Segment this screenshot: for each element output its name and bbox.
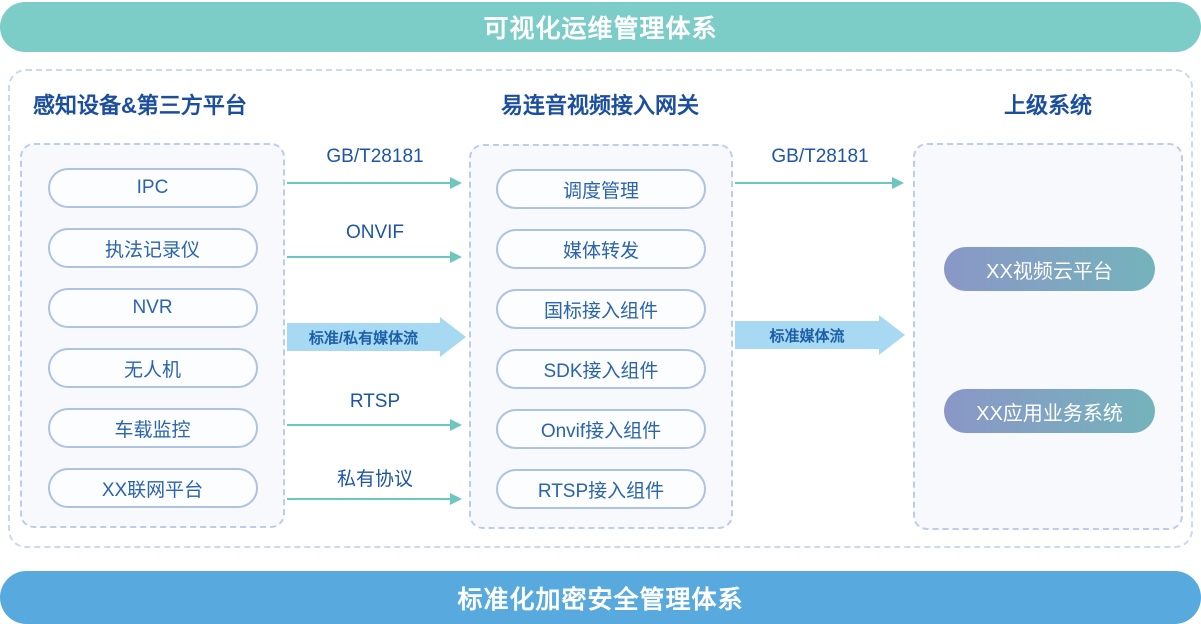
flow-arrow-gbt28181-left — [287, 177, 462, 189]
device-pill-ipc: IPC — [47, 168, 258, 208]
flow-band-media-stream-left: 标准/私有媒体流 — [287, 317, 466, 357]
gateway-pill-media-forward: 媒体转发 — [496, 229, 706, 269]
flow-label-gbt28181-right: GB/T28181 — [771, 146, 869, 167]
device-pill-vehicle-monitor: 车载监控 — [47, 408, 258, 448]
gateway-group: 调度管理 媒体转发 国标接入组件 SDK接入组件 Onvif接入组件 RTSP接… — [469, 144, 733, 529]
gateway-pill-onvif-access: Onvif接入组件 — [496, 409, 706, 449]
column-header-upper: 上级系统 — [1003, 93, 1092, 118]
arrowhead-icon — [440, 317, 466, 357]
top-banner: 可视化运维管理体系 — [0, 2, 1201, 52]
devices-pill-stack: IPC 执法记录仪 NVR 无人机 车载监控 XX联网平台 — [22, 145, 283, 508]
top-banner-label: 可视化运维管理体系 — [483, 15, 718, 43]
gateway-pill-sdk-access: SDK接入组件 — [496, 349, 706, 389]
flow-arrow-gbt28181-right — [735, 177, 904, 189]
flow-arrow-onvif — [287, 251, 462, 263]
gateway-pill-stack: 调度管理 媒体转发 国标接入组件 SDK接入组件 Onvif接入组件 RTSP接… — [471, 146, 731, 509]
column-header-gateway: 易连音视频接入网关 — [500, 93, 699, 118]
devices-group: IPC 执法记录仪 NVR 无人机 车载监控 XX联网平台 — [20, 143, 285, 528]
flow-label-onvif: ONVIF — [345, 222, 405, 243]
device-pill-nvr: NVR — [47, 288, 258, 328]
bottom-banner-label: 标准化加密安全管理体系 — [457, 585, 744, 614]
flow-label-gbt28181-left: GB/T28181 — [326, 146, 424, 167]
device-pill-body-camera: 执法记录仪 — [47, 228, 258, 268]
gateway-pill-gb-access: 国标接入组件 — [496, 289, 706, 329]
arrowhead-icon — [879, 315, 905, 355]
flow-band-media-stream-right-label: 标准媒体流 — [735, 321, 879, 349]
flow-band-media-stream-right: 标准媒体流 — [735, 315, 905, 355]
column-header-devices: 感知设备&第三方平台 — [33, 93, 247, 118]
flow-label-rtsp: RTSP — [349, 391, 401, 412]
upper-systems-group: XX视频云平台 XX应用业务系统 — [913, 143, 1183, 530]
bottom-banner: 标准化加密安全管理体系 — [0, 571, 1201, 624]
flow-arrow-private-protocol — [287, 493, 462, 505]
upper-pill-video-cloud: XX视频云平台 — [944, 247, 1155, 291]
device-pill-network-platform: XX联网平台 — [47, 468, 258, 508]
upper-pill-business-system: XX应用业务系统 — [944, 389, 1155, 433]
flow-label-private-protocol: 私有协议 — [336, 469, 413, 490]
gateway-pill-rtsp-access: RTSP接入组件 — [496, 469, 706, 509]
flow-band-media-stream-left-label: 标准/私有媒体流 — [287, 323, 440, 351]
flow-arrow-rtsp — [287, 419, 462, 431]
gateway-pill-dispatch: 调度管理 — [496, 169, 706, 209]
device-pill-drone: 无人机 — [47, 348, 258, 388]
